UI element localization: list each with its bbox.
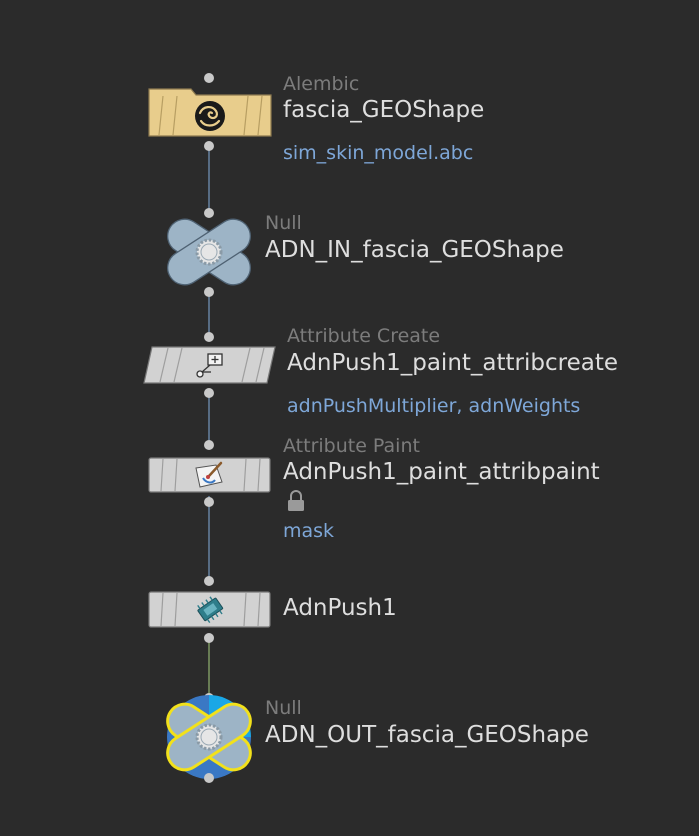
attribcreate-icon [196, 353, 223, 378]
node-name-label[interactable]: AdnPush1 [283, 595, 397, 621]
node-type-label: Null [265, 697, 302, 719]
gear-icon [195, 238, 223, 266]
input-connector[interactable] [204, 576, 214, 586]
node-type-label: Attribute Paint [283, 435, 420, 457]
node-type-label: Attribute Create [287, 325, 441, 347]
node-name-label[interactable]: ADN_OUT_fascia_GEOShape [265, 722, 589, 748]
node-name-label[interactable]: AdnPush1_paint_attribcreate [287, 350, 619, 376]
chip-icon [197, 596, 224, 624]
output-connector[interactable] [204, 287, 214, 297]
node-param-label: sim_skin_model.abc [283, 142, 474, 164]
node-attribcreate[interactable] [143, 332, 276, 398]
node-name-label[interactable]: ADN_IN_fascia_GEOShape [265, 237, 564, 263]
output-connector[interactable] [204, 141, 214, 151]
lock-icon [288, 490, 304, 511]
node-name-label[interactable]: fascia_GEOShape [283, 97, 485, 123]
output-connector[interactable] [204, 773, 214, 783]
input-connector[interactable] [204, 73, 214, 83]
paint-brush-icon [195, 461, 223, 488]
node-null-in[interactable] [160, 208, 258, 297]
output-connector[interactable] [204, 388, 214, 398]
input-connector[interactable] [204, 440, 214, 450]
node-type-label: Alembic [283, 73, 360, 95]
node-alembic[interactable] [148, 73, 272, 151]
node-type-label: Null [265, 212, 302, 234]
node-attribpaint[interactable] [148, 440, 271, 507]
alembic-icon [195, 101, 225, 131]
output-connector[interactable] [204, 633, 214, 643]
node-adnpush[interactable] [148, 576, 271, 643]
input-connector[interactable] [204, 332, 214, 342]
gear-icon [195, 723, 223, 751]
output-connector[interactable] [204, 497, 214, 507]
node-name-label[interactable]: AdnPush1_paint_attribpaint [283, 459, 600, 485]
node-param-label: mask [283, 520, 335, 542]
input-connector[interactable] [204, 208, 214, 218]
node-null-out[interactable] [159, 693, 259, 783]
node-param-label: adnPushMultiplier, adnWeights [287, 395, 581, 417]
